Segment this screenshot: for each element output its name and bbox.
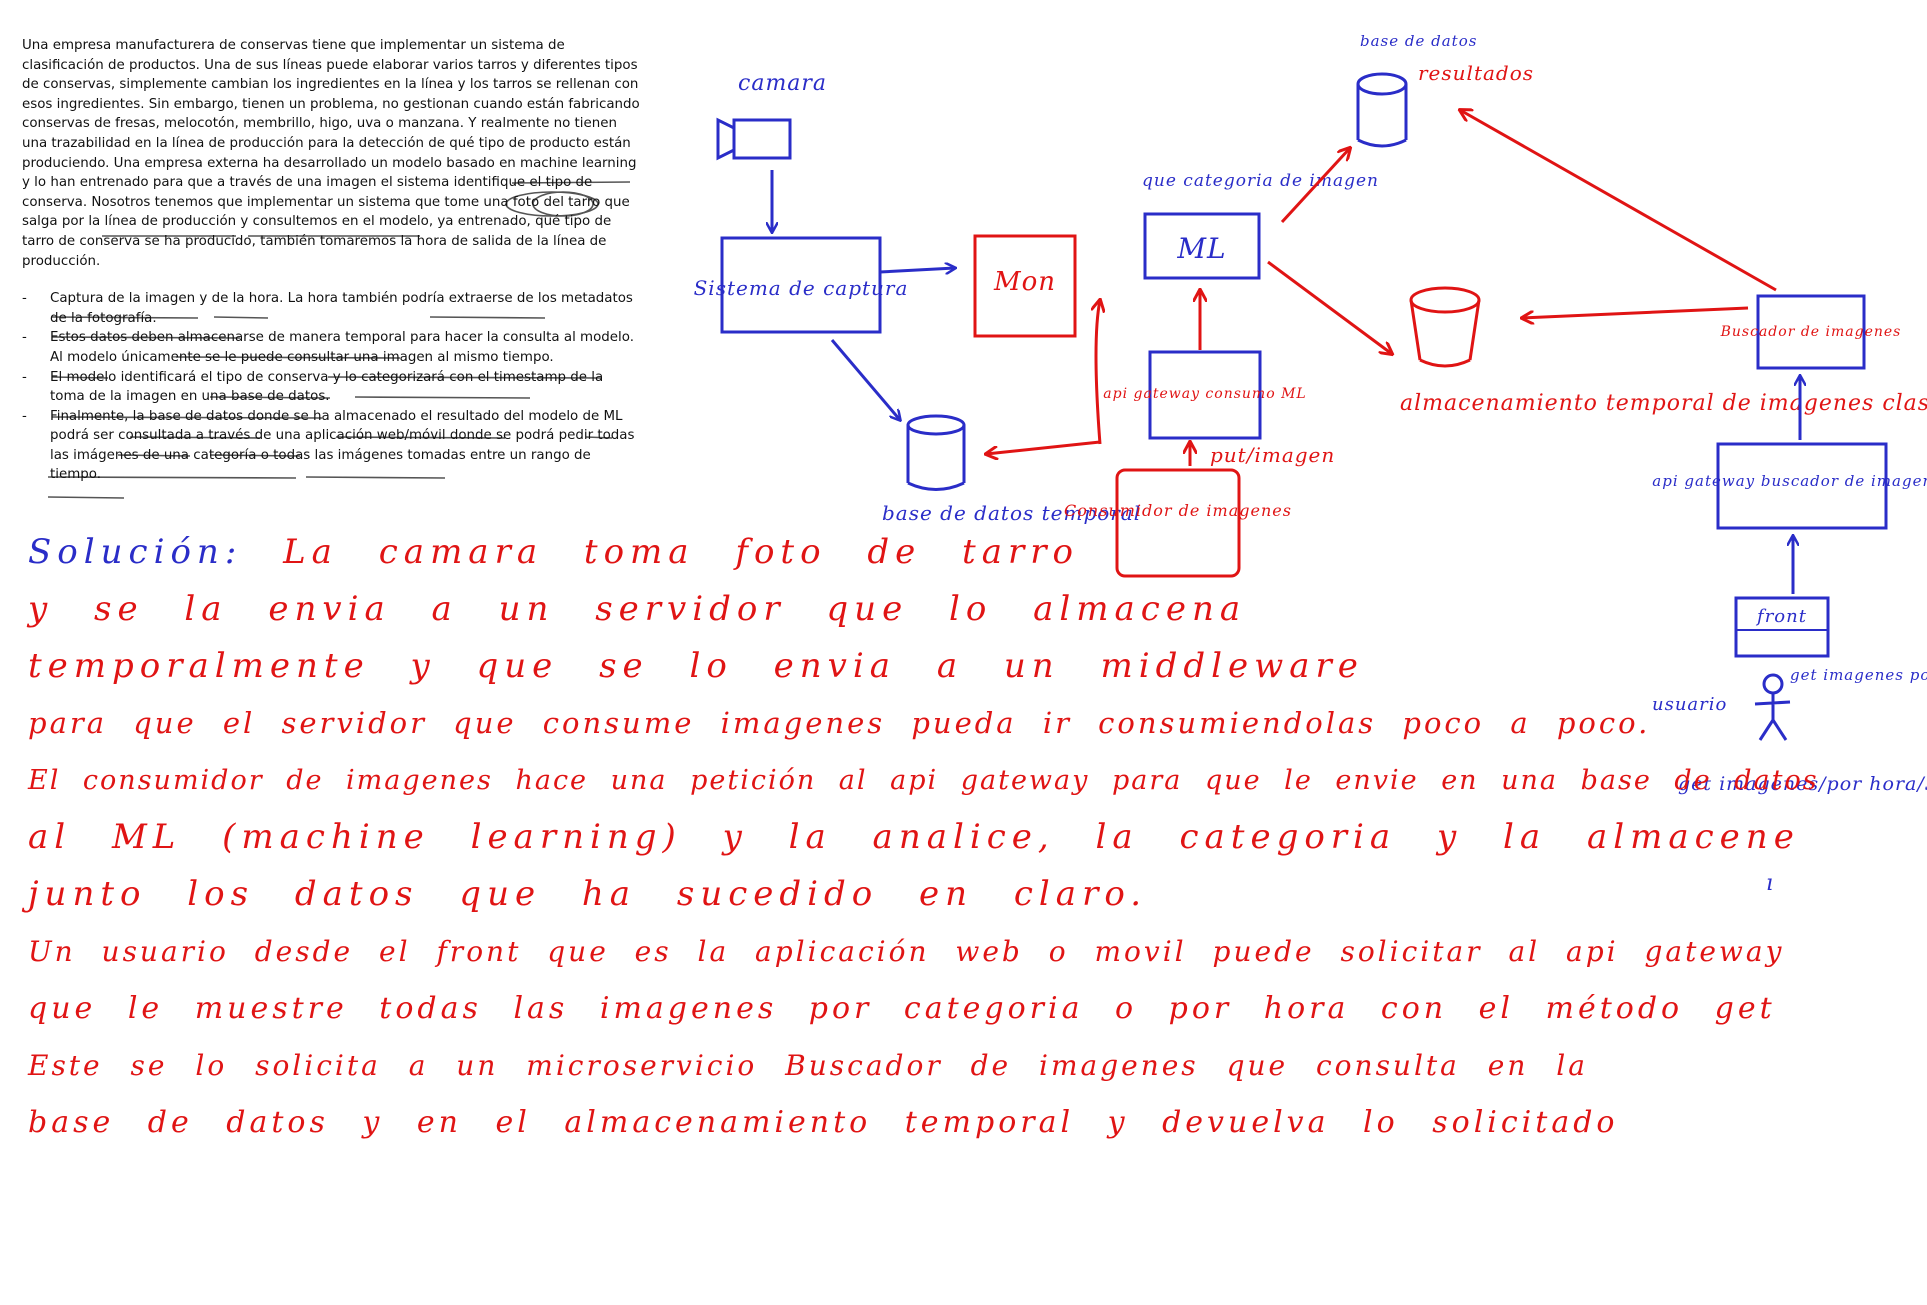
- user-label: usuario: [1652, 694, 1727, 715]
- user-tick: ı: [1766, 871, 1774, 896]
- storage-label: almacenamiento temporal de imagenes clas…: [1400, 391, 1927, 416]
- arrow-capture-to-temp-db: [830, 339, 900, 420]
- capture-system-box: [720, 236, 882, 334]
- requirement-item: Estos datos deben almacenarse de manera …: [22, 328, 642, 367]
- arrow-ml-to-results-db: [1280, 148, 1350, 224]
- solution-line: para que el servidor que consume imagene…: [28, 706, 1651, 740]
- image-consumer-label: Consumidor de imagenes: [1064, 501, 1292, 520]
- arrow-search-to-storage: [1522, 306, 1749, 318]
- solution-line: El consumidor de imagenes hace una petic…: [28, 765, 1819, 796]
- solution-line: Un usuario desde el front que es la apli…: [28, 935, 1785, 968]
- image-consumer-box: [1115, 468, 1241, 578]
- solution-line: temporalmente y que se lo envia a un mid…: [28, 646, 1364, 686]
- capture-system-label: Sistema de captura: [694, 276, 909, 300]
- api-gateway-search-label: api gateway buscador de imagenes: [1652, 472, 1927, 490]
- put-label: put/imagen: [1210, 443, 1335, 467]
- arrow-search-to-results-db: [1460, 110, 1777, 292]
- problem-statement: Una empresa manufacturera de conservas t…: [22, 36, 642, 485]
- middleware-box: [973, 234, 1077, 338]
- requirement-item: Finalmente, la base de datos donde se ha…: [22, 407, 642, 485]
- api-gateway-ml-box: [1148, 350, 1262, 440]
- ml-label: ML: [1176, 232, 1226, 265]
- image-search-box: [1756, 294, 1866, 370]
- requirements-list: Captura de la imagen y de la hora. La ho…: [22, 289, 642, 485]
- arrow-capture-to-middleware: [879, 268, 955, 272]
- requirement-item: El modelo identificará el tipo de conser…: [22, 368, 642, 407]
- api-gateway-ml-label: api gateway consumo ML: [1103, 386, 1306, 402]
- arrow-ml-to-storage: [1267, 260, 1392, 354]
- solution-line: junto los datos que ha sucedido en claro…: [28, 874, 1148, 914]
- image-search-label: Buscador de imagenes: [1720, 324, 1902, 340]
- temp-db-label: base de datos temporal: [882, 501, 1141, 525]
- arrow-consumer-to-temp-db: [986, 440, 1101, 454]
- handwritten-solution: Solución: La camara toma foto de tarro y…: [28, 524, 1819, 1151]
- camera-label: camara: [738, 71, 827, 96]
- solution-line: La camara toma foto de tarro: [283, 532, 1079, 572]
- api-gateway-search-box: [1716, 442, 1888, 530]
- front-box: [1734, 596, 1830, 658]
- ml-box: [1143, 212, 1261, 280]
- middleware-label: Mon: [993, 267, 1056, 297]
- arrow-consumer-to-middleware: [1096, 300, 1100, 445]
- solution-line: base de datos y en el almacenamiento tem…: [28, 1105, 1619, 1140]
- temp-db-icon: [906, 414, 966, 491]
- results-db-icon: [1356, 72, 1408, 148]
- solution-line: al ML (machine learning) y la analice, l…: [28, 817, 1800, 857]
- get-hour-label: get imagenes/por hora/5 horas: [1678, 773, 1927, 795]
- front-label: front: [1755, 606, 1807, 627]
- results-db-label: resultados: [1418, 61, 1534, 85]
- solution-label: Solución:: [28, 532, 243, 572]
- solution-line: Este se lo solicita a un microservicio B…: [28, 1049, 1588, 1082]
- solution-line: y se la envia a un servidor que lo almac…: [28, 589, 1247, 629]
- camera-icon: [716, 117, 792, 161]
- problem-intro: Una empresa manufacturera de conservas t…: [22, 38, 640, 269]
- storage-icon: [1409, 286, 1481, 368]
- ml-question: que categoria de imagen: [1142, 171, 1379, 191]
- requirement-item: Captura de la imagen y de la hora. La ho…: [22, 289, 642, 328]
- user-icon: [1754, 673, 1791, 741]
- results-db-caption: base de datos: [1360, 32, 1477, 50]
- get-category-label: get imagenes por categoria: [1790, 666, 1927, 684]
- solution-line: que le muestre todas las imagenes por ca…: [28, 991, 1776, 1026]
